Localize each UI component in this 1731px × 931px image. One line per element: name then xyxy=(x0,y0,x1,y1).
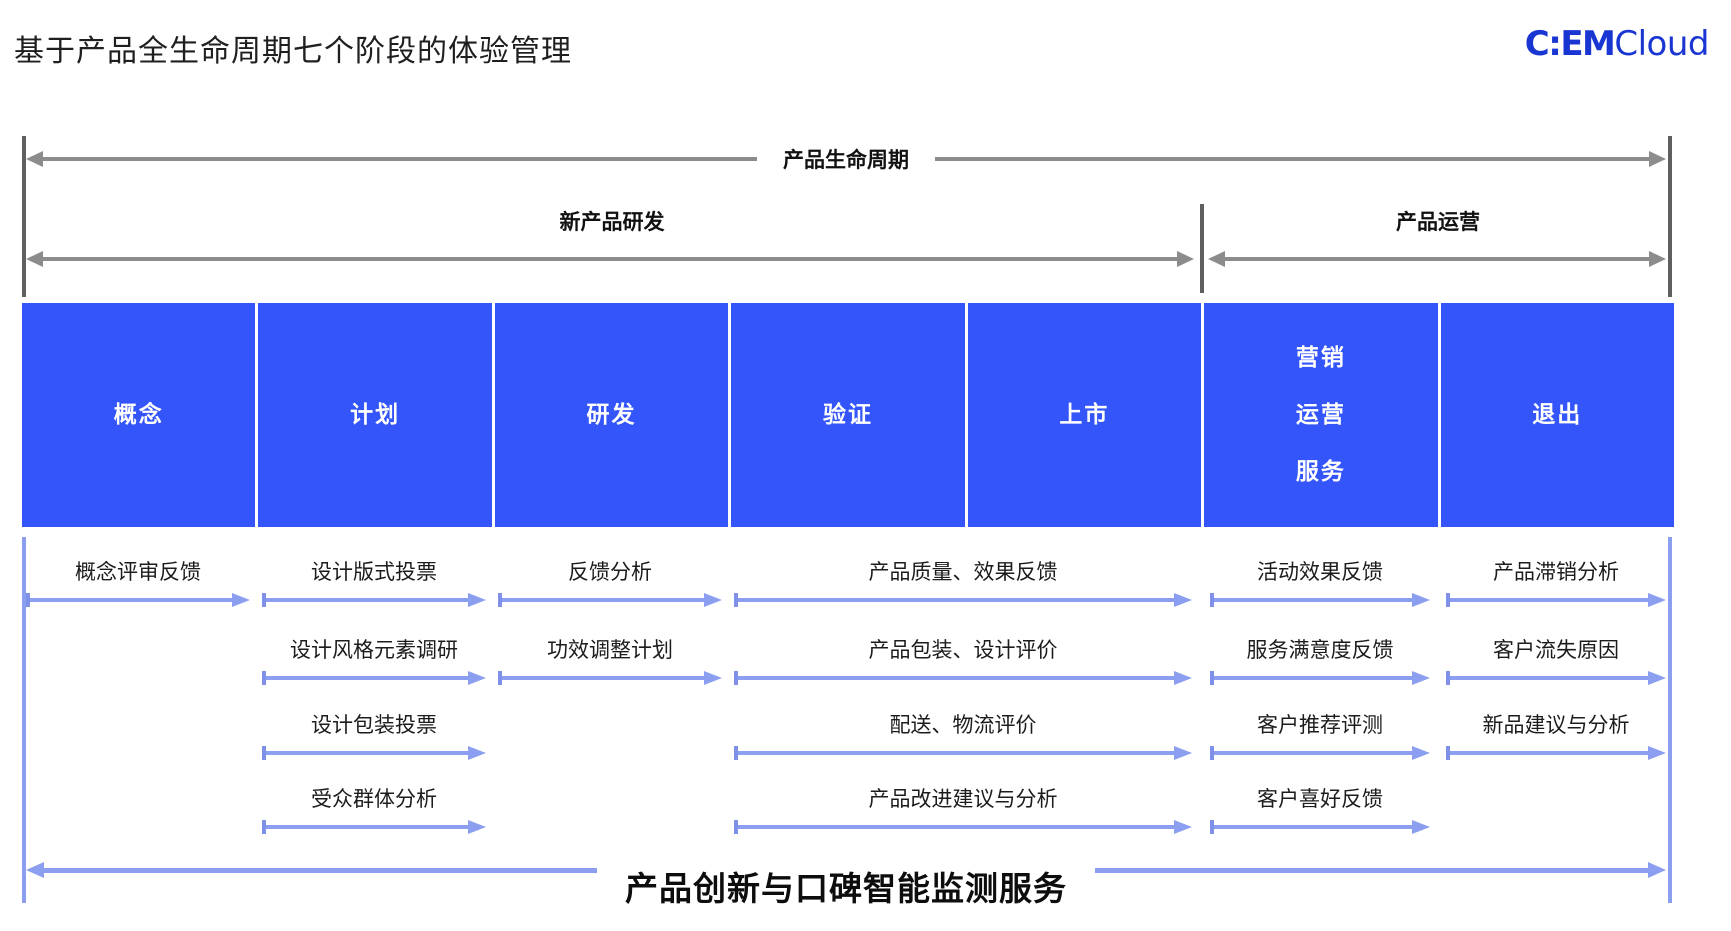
arrow-right-icon xyxy=(704,593,722,607)
feedback-label: 客户喜好反馈 xyxy=(1257,787,1383,811)
feedback-label: 客户流失原因 xyxy=(1493,638,1619,662)
feedback-arrow xyxy=(262,820,486,834)
feedback-label: 产品包装、设计评价 xyxy=(868,638,1058,662)
stage-concept: 概念 xyxy=(22,303,259,527)
feedback-label: 设计包装投票 xyxy=(311,713,437,737)
stage-exit: 退出 xyxy=(1532,401,1583,428)
arrow-right-icon xyxy=(1412,593,1430,607)
feedback-label: 功效调整计划 xyxy=(547,638,673,662)
arrow-right-icon xyxy=(468,671,486,685)
arrow-right-icon xyxy=(1412,746,1430,760)
arrow-right-icon xyxy=(1174,746,1192,760)
arrow-right-icon xyxy=(704,671,722,685)
arrow-left-icon xyxy=(26,251,43,267)
feedback-arrow xyxy=(498,671,722,685)
feedback-label: 概念评审反馈 xyxy=(75,560,201,584)
feedback-label: 反馈分析 xyxy=(568,560,652,584)
logo-suffix-text: Cloud xyxy=(1614,24,1709,64)
feedback-label: 活动效果反馈 xyxy=(1257,560,1383,584)
arrow-right-icon xyxy=(1412,820,1430,834)
arrow-right-icon xyxy=(1648,862,1666,878)
arrow-right-icon xyxy=(1649,251,1666,267)
feedback-label: 设计版式投票 xyxy=(311,560,437,584)
bottom-banner-arrow: 产品创新与口碑智能监测服务 xyxy=(26,862,1666,908)
feedback-label: 配送、物流评价 xyxy=(889,713,1037,737)
arrow-right-icon xyxy=(1174,820,1192,834)
stage-bar: 概念 计划 研发 验证 上市 营销 运营 服务 退出 xyxy=(22,303,1674,527)
feedback-arrow xyxy=(1210,671,1430,685)
bracket-bar-left xyxy=(22,136,26,297)
stage-launch: 上市 xyxy=(968,303,1205,527)
feedback-arrow xyxy=(262,746,486,760)
feedback-bar-right xyxy=(1668,537,1672,903)
lifecycle-label: 产品生命周期 xyxy=(783,148,909,172)
feedback-arrow xyxy=(26,593,250,607)
rnd-phase-arrow xyxy=(26,251,1194,267)
feedback-arrow xyxy=(1446,593,1666,607)
phase-label-rnd: 新产品研发 xyxy=(559,210,665,234)
arrow-right-icon xyxy=(1412,671,1430,685)
feedback-arrow xyxy=(734,820,1192,834)
feedback-arrow xyxy=(734,671,1192,685)
feedback-arrow xyxy=(1446,671,1666,685)
operation-phase-arrow xyxy=(1208,251,1666,267)
arrow-right-icon xyxy=(1174,671,1192,685)
feedback-arrow xyxy=(734,593,1192,607)
feedback-arrow xyxy=(734,746,1192,760)
stage-validation: 验证 xyxy=(731,303,968,527)
lifecycle-arrow: 产品生命周期 xyxy=(26,148,1666,172)
stage-rnd: 研发 xyxy=(495,303,732,527)
feedback-label: 产品质量、效果反馈 xyxy=(868,560,1058,584)
arrow-left-icon xyxy=(1208,251,1225,267)
stage-plan: 计划 xyxy=(258,303,495,527)
feedback-label: 设计风格元素调研 xyxy=(290,638,458,662)
bottom-banner-label: 产品创新与口碑智能监测服务 xyxy=(625,869,1067,908)
arrow-right-icon xyxy=(232,593,250,607)
phase-label-operation: 产品运营 xyxy=(1396,210,1480,234)
feedback-arrow xyxy=(1210,746,1430,760)
arrow-right-icon xyxy=(1648,593,1666,607)
feedback-arrow xyxy=(1210,820,1430,834)
arrow-left-icon xyxy=(26,862,44,878)
feedback-label: 服务满意度反馈 xyxy=(1246,638,1394,662)
arrow-right-icon xyxy=(468,820,486,834)
arrow-right-icon xyxy=(1649,151,1666,167)
page-title: 基于产品全生命周期七个阶段的体验管理 xyxy=(14,34,572,69)
arrow-right-icon xyxy=(468,746,486,760)
feedback-arrow xyxy=(498,593,722,607)
arrow-right-icon xyxy=(1177,251,1194,267)
feedback-label: 新品建议与分析 xyxy=(1482,713,1630,737)
stage-marketing-operation-service: 营销 运营 服务 xyxy=(1204,303,1441,527)
arrow-right-icon xyxy=(1174,593,1192,607)
arrow-right-icon xyxy=(468,593,486,607)
bracket-bar-right xyxy=(1668,136,1672,297)
feedback-arrow xyxy=(262,671,486,685)
bracket-bar-middle xyxy=(1200,204,1204,293)
feedback-label: 产品改进建议与分析 xyxy=(868,787,1058,811)
feedback-arrow xyxy=(1446,746,1666,760)
logo-brand-text: C:EM xyxy=(1524,24,1616,64)
feedback-label: 产品滞销分析 xyxy=(1493,560,1619,584)
feedback-arrow xyxy=(262,593,486,607)
feedback-bar-left xyxy=(22,537,26,903)
feedback-label: 受众群体分析 xyxy=(311,787,437,811)
arrow-right-icon xyxy=(1648,746,1666,760)
feedback-arrow xyxy=(1210,593,1430,607)
feedback-label: 客户推荐评测 xyxy=(1257,713,1383,737)
cem-cloud-logo: C:EMCloud xyxy=(1524,24,1710,64)
arrow-left-icon xyxy=(26,151,43,167)
arrow-right-icon xyxy=(1648,671,1666,685)
